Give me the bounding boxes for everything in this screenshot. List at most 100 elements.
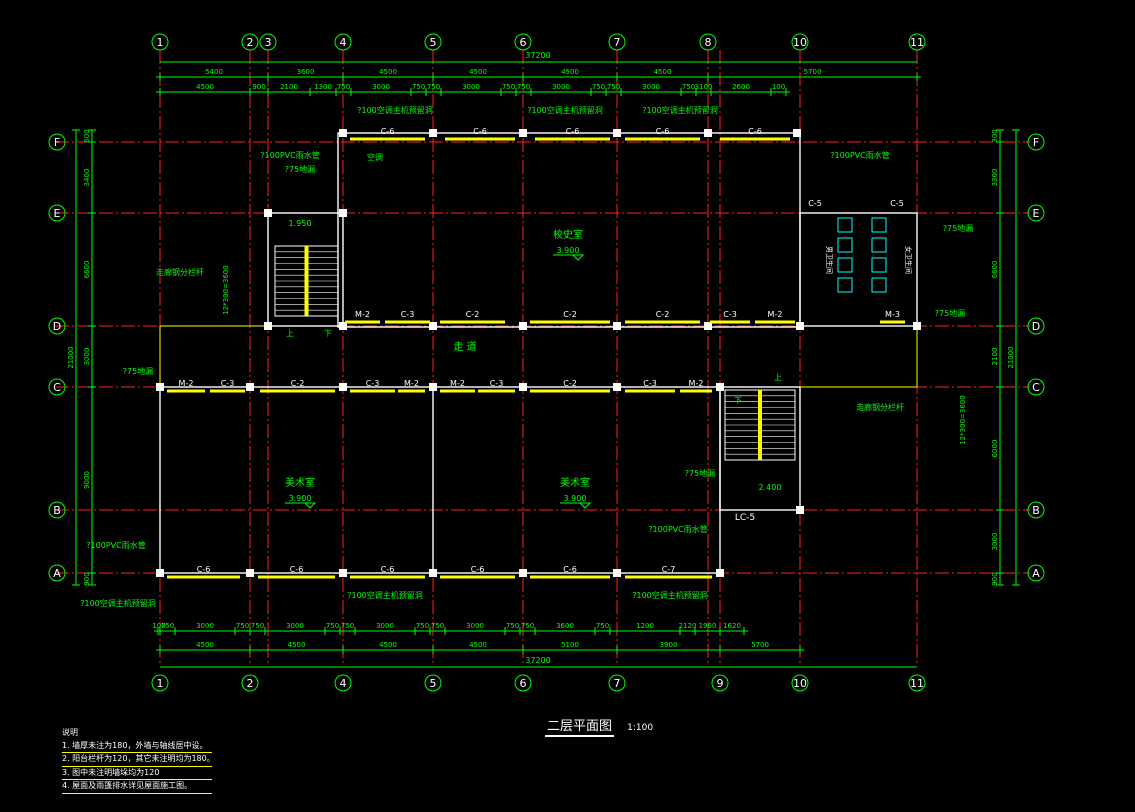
window-corridor-n-label: C-2: [563, 310, 577, 319]
window-corridor-n-label: C-3: [401, 310, 415, 319]
toilet-stall: [837, 257, 853, 273]
axis-bubble-6: [514, 33, 532, 51]
axis-bubble-1: [151, 33, 169, 51]
room-name: 美术室: [285, 476, 315, 489]
drain-note: ?75地漏: [123, 366, 153, 376]
left-dim-overall-text: 21000: [67, 346, 75, 368]
axis-bubble-label: 8: [705, 36, 712, 49]
axis-bubble-label: 4: [340, 677, 347, 690]
axis-bubble-label: 7: [614, 677, 621, 690]
ac-label: 空调: [367, 152, 383, 162]
right-dim-text: 3300: [991, 169, 999, 187]
window-bottom-label: C-6: [197, 565, 211, 574]
window-corridor-n-label: C-2: [656, 310, 670, 319]
bottom-dim-row1-text: 100: [152, 622, 165, 630]
column: [519, 569, 527, 577]
window-corridor-s-label: M-2: [450, 379, 465, 388]
top-dim-row1-text: 4500: [654, 68, 672, 76]
top-dim-row2-text: 750: [502, 83, 515, 91]
right-dim-text: 3000: [991, 533, 999, 551]
stair-level: 2.400: [759, 483, 782, 492]
bottom-dim-row2-text: 5100: [561, 641, 579, 649]
left-dim-text: 900: [83, 572, 91, 585]
window-bottom-label: C-6: [381, 565, 395, 574]
stairs: [274, 245, 796, 461]
bottom-dim-row1-text: 3000: [286, 622, 304, 630]
level-mark: [553, 254, 585, 261]
axis-bubble-label: 7: [614, 36, 621, 49]
column: [429, 383, 437, 391]
notes-title: 说明: [62, 728, 78, 737]
axis-bubble-6: [514, 674, 532, 692]
bottom-dim-row1-text: 750: [506, 622, 519, 630]
axis-bubble-label: C: [53, 381, 61, 394]
bottom-dim-row2-text: 5700: [751, 641, 769, 649]
ac-hole-note: ?100空调主机预留洞: [347, 590, 423, 600]
top-dim-row2-text: 4500: [196, 83, 214, 91]
bottom-dim-row1-text: 750: [251, 622, 264, 630]
top-dim-row1-text: 5700: [804, 68, 822, 76]
railing-note: 走廊钢分栏杆: [856, 402, 904, 412]
railing-note: 走廊钢分栏杆: [156, 267, 204, 277]
window-top-label: C-6: [656, 127, 670, 136]
bottom-dim-row1-text: 750: [521, 622, 534, 630]
bottom-dim-row1-text: 750: [341, 622, 354, 630]
axis-bubble-3: [259, 33, 277, 51]
right-dim-text: 900: [991, 572, 999, 585]
stair-down: 下: [324, 329, 332, 338]
column: [704, 322, 712, 330]
column: [429, 129, 437, 137]
axis-bubble-10: [791, 33, 809, 51]
top-dim-row2-text: 900: [252, 83, 265, 91]
window-corridor-n-label: C-3: [723, 310, 737, 319]
bottom-dim-row1-text: 3600: [556, 622, 574, 630]
window-corridor-s-label: C-3: [643, 379, 657, 388]
top-dim-row2-text: 3000: [642, 83, 660, 91]
axis-bubble-11: [908, 33, 926, 51]
bottom-dim-row1-text: 750: [596, 622, 609, 630]
right-dim-text: 300: [991, 129, 999, 142]
axis-bubble-label: B: [53, 504, 61, 517]
axis-bubble-5: [424, 674, 442, 692]
top-dim-row2-text: 3100: [695, 83, 713, 91]
top-dim-row2-text: 750: [412, 83, 425, 91]
toilet-stall: [871, 277, 887, 293]
axis-bubble-B: [1027, 501, 1045, 519]
axis-bubble-9: [711, 674, 729, 692]
note-item: 1. 墙厚未注为180，外墙与轴线居中设。: [62, 740, 212, 753]
ac-hole-note: ?100空调主机预留洞: [632, 590, 708, 600]
window-side-label: LC-5: [735, 513, 755, 523]
bottom-dim-row1-text: 750: [326, 622, 339, 630]
column: [519, 322, 527, 330]
window-corridor-s-label: C-2: [563, 379, 577, 388]
column: [429, 569, 437, 577]
toilet-stall: [837, 217, 853, 233]
top-dim-row2-text: 750: [607, 83, 620, 91]
room-name: 校史室: [553, 228, 583, 241]
column: [716, 569, 724, 577]
window-corridor-s-label: M-2: [404, 379, 419, 388]
column: [339, 383, 347, 391]
walls: [156, 129, 921, 577]
bottom-dim-row1-text: 2120: [679, 622, 697, 630]
column: [246, 383, 254, 391]
top-dim-row2-text: 750: [517, 83, 530, 91]
stair-north-wall: [267, 212, 344, 327]
bottom-dim-row1-text: 750: [431, 622, 444, 630]
axis-bubble-B: [48, 501, 66, 519]
stair-note: 12*300=3600: [959, 395, 967, 444]
top-dim-row2-text: 3000: [462, 83, 480, 91]
left-dim-text: 3000: [83, 348, 91, 366]
top-dim-row2-text: 3000: [372, 83, 390, 91]
toilet-stall: [871, 257, 887, 273]
bottom-dim-row1-text: 1960: [699, 622, 717, 630]
level-mark: [560, 502, 592, 509]
top-dim-row2-text: 1300: [314, 83, 332, 91]
window-corridor-n-label: C-2: [466, 310, 480, 319]
axis-bubble-label: 6: [520, 36, 527, 49]
room-level: 3.900: [564, 494, 587, 503]
top-dim-row1-text: 3600: [297, 68, 315, 76]
axis-bubble-4: [334, 33, 352, 51]
axis-bubble-label: B: [1032, 504, 1040, 517]
top-dim-row1-text: 4500: [469, 68, 487, 76]
